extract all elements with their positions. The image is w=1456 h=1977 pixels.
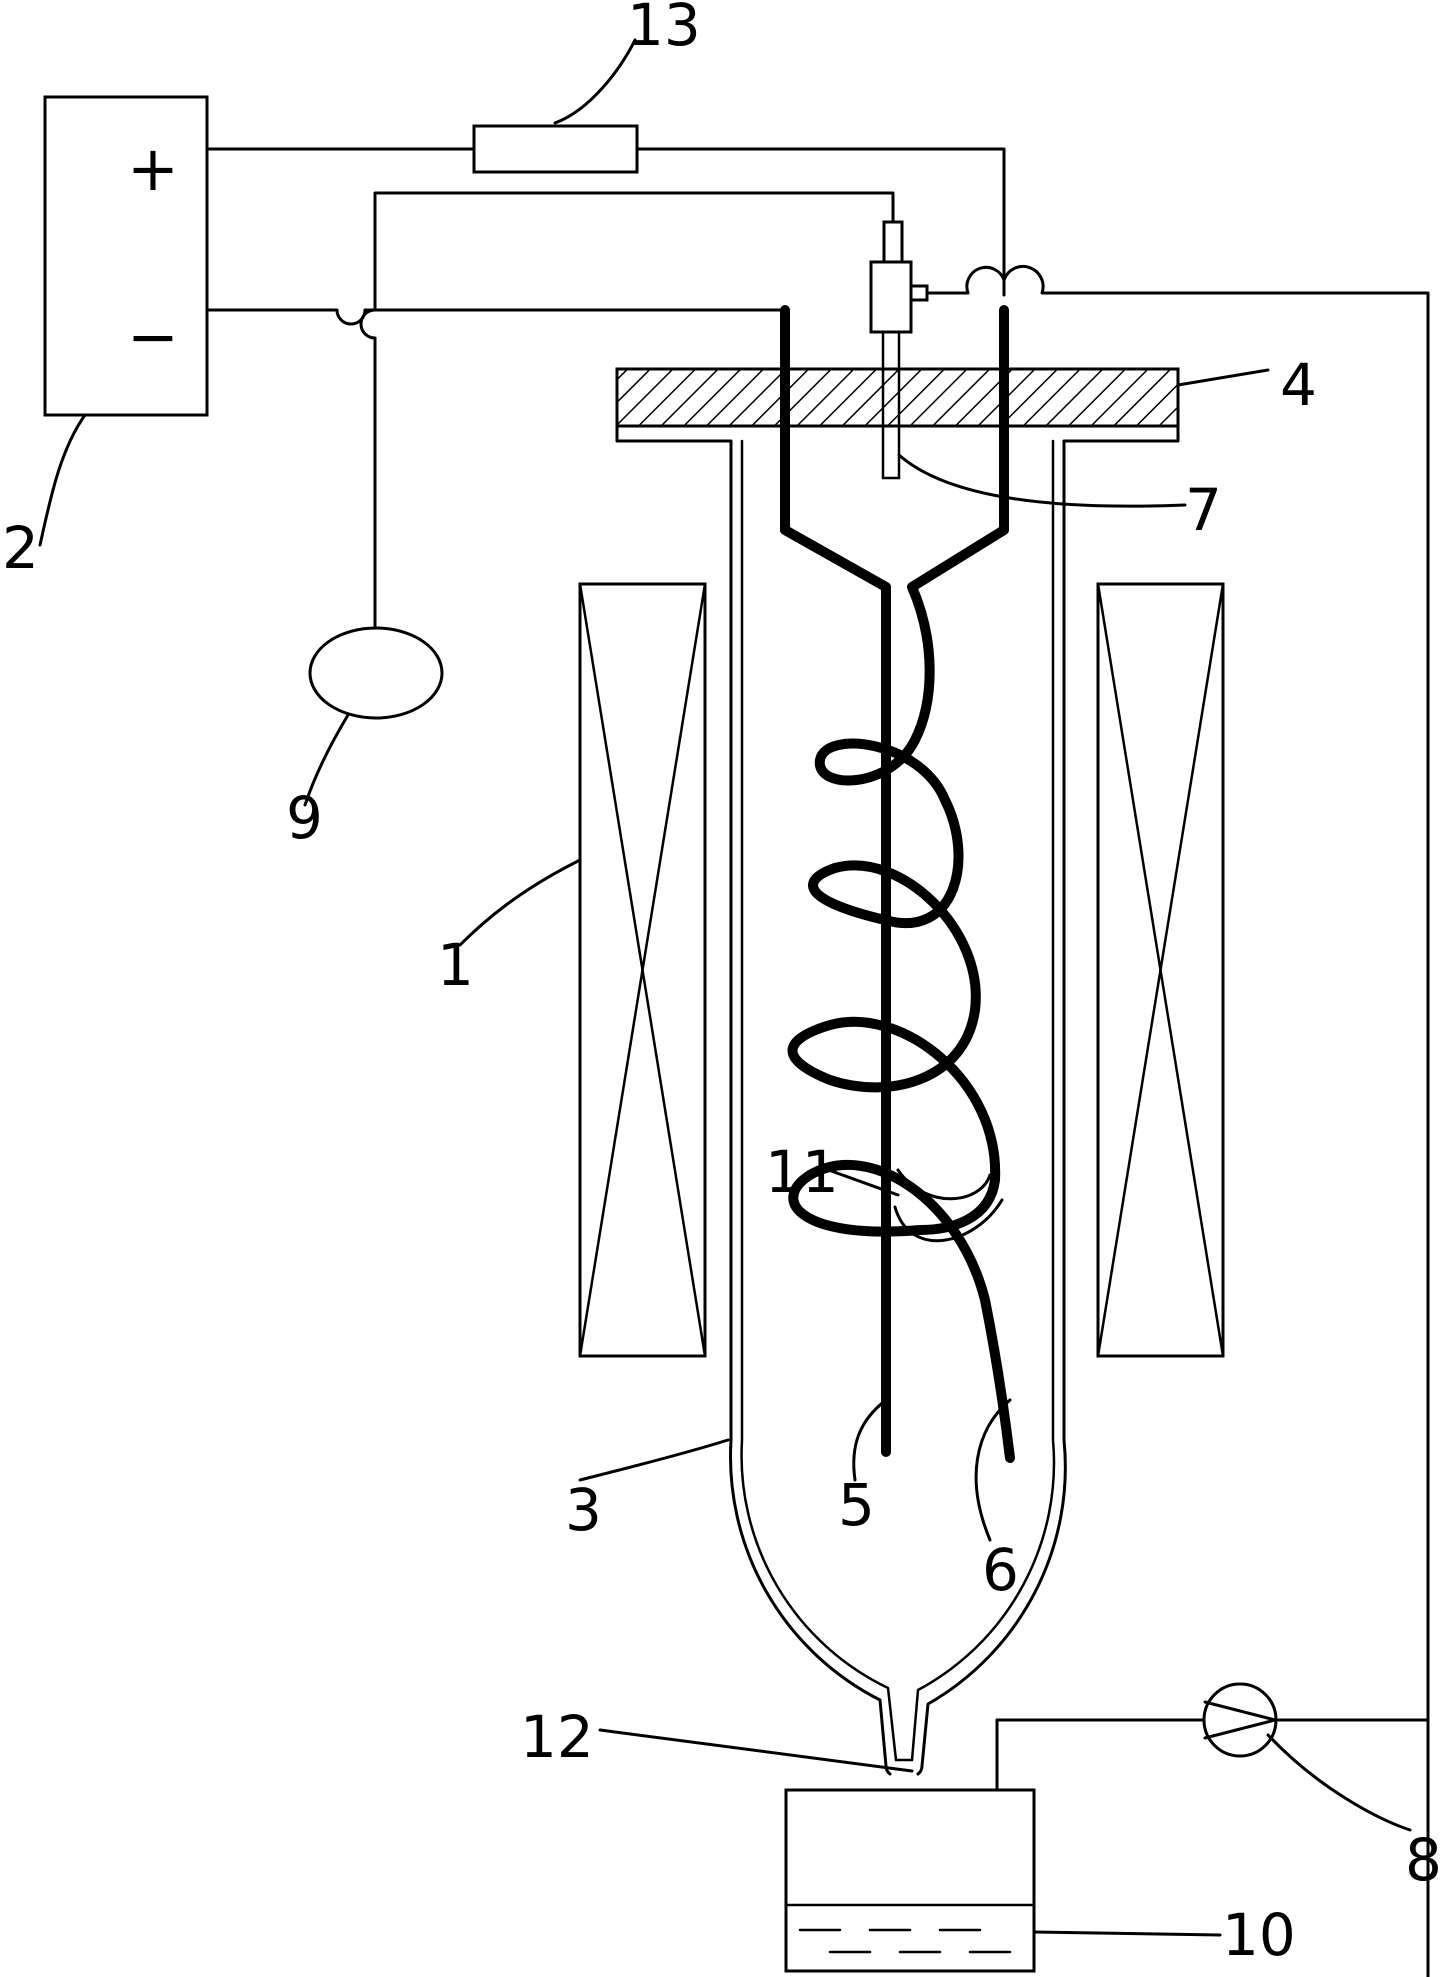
- negative-terminal-sign: −: [127, 300, 179, 373]
- label-5: 5: [838, 1471, 875, 1539]
- gas-inlet-fitting: [869, 220, 929, 480]
- label-13: 13: [627, 0, 701, 59]
- label-3: 3: [565, 1476, 602, 1544]
- resistor: [472, 124, 639, 174]
- label-8: 8: [1405, 1826, 1442, 1894]
- deposit-curve: [896, 1168, 992, 1201]
- gas-return-line: [925, 264, 1430, 1977]
- leader-lines: [38, 38, 1412, 1937]
- collection-container: [784, 1788, 1036, 1973]
- positive-terminal-sign: +: [127, 132, 179, 205]
- label-10: 10: [1222, 1901, 1296, 1969]
- pump: [1202, 1682, 1278, 1758]
- label-9: 9: [286, 784, 323, 852]
- label-12: 12: [520, 1703, 594, 1771]
- label-7: 7: [1185, 476, 1222, 544]
- left-magnet-coil: [578, 582, 707, 1358]
- lid: [615, 367, 1180, 428]
- deposit-curve-lower: [893, 1198, 1004, 1243]
- gauge-lead-wire-upper: [359, 191, 895, 340]
- right-magnet-coil: [1096, 582, 1225, 1358]
- reactor-vessel: [615, 424, 1180, 1776]
- label-4: 4: [1280, 351, 1317, 419]
- negative-wire: [205, 308, 787, 326]
- label-1: 1: [437, 931, 474, 999]
- label-6: 6: [982, 1536, 1019, 1604]
- gauge: [308, 626, 444, 720]
- helical-electrode: [787, 305, 1015, 1463]
- label-11: 11: [765, 1138, 839, 1206]
- label-2: 2: [2, 514, 39, 582]
- straight-electrode: [780, 305, 891, 1457]
- positive-wire: [205, 147, 1006, 297]
- power-supply: + −: [43, 95, 209, 417]
